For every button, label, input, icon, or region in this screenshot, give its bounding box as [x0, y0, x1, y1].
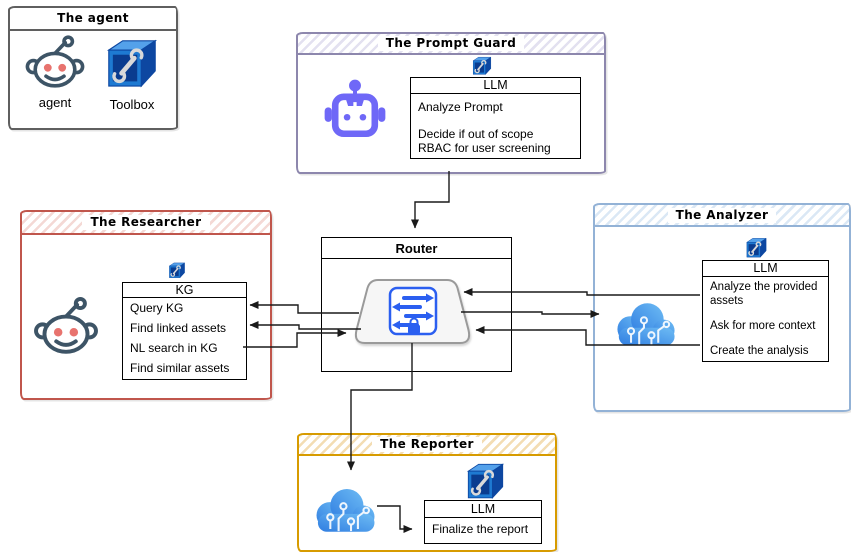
- agent-box: The agent agent Toolbox: [8, 6, 178, 130]
- tool-row: Decide if out of scope: [418, 127, 534, 141]
- reddit-agent-icon: [25, 35, 85, 91]
- toolbox-icon: [744, 236, 769, 260]
- tool-header: LLM: [425, 501, 541, 518]
- agent-box-title-label: The agent: [49, 11, 137, 26]
- cloud-ai-icon: [311, 480, 380, 538]
- prompt-guard-title-label: The Prompt Guard: [377, 36, 525, 51]
- prompt-guard-content: LLM Analyze Prompt Decide if out of scop…: [298, 55, 604, 172]
- tool-row: Query KG: [130, 301, 184, 315]
- analyzer-llm-tool: LLM Analyze the provided assets Ask for …: [702, 260, 829, 362]
- toolbox-label: Toolbox: [109, 97, 155, 112]
- tool-body: Query KG Find linked assets NL search in…: [123, 298, 246, 378]
- analyzer-title: The Analyzer: [595, 205, 849, 227]
- robot-icon: [322, 77, 388, 143]
- tool-header: KG: [123, 283, 246, 298]
- tool-header: LLM: [703, 261, 828, 277]
- agent-box-content: agent Toolbox: [10, 31, 176, 128]
- toolbox-figure: Toolbox: [103, 35, 161, 112]
- tool-row: Ask for more context: [710, 320, 816, 332]
- researcher-box: The Researcher KG Query KG Find linked a…: [20, 210, 272, 400]
- tool-row: NL search in KG: [130, 341, 218, 355]
- tool-row: RBAC for user screening: [418, 141, 551, 155]
- analyzer-box: The Analyzer LLM Analyze the provided as…: [593, 203, 851, 412]
- tool-row: Finalize the report: [432, 522, 529, 536]
- router-box: Router: [321, 237, 512, 372]
- reporter-llm-tool: LLM Finalize the report: [424, 500, 542, 544]
- researcher-kg-tool: KG Query KG Find linked assets NL search…: [122, 282, 247, 380]
- reporter-content: LLM Finalize the report: [299, 456, 555, 550]
- analyzer-content: LLM Analyze the provided assets Ask for …: [595, 227, 849, 410]
- toolbox-icon: [167, 261, 187, 280]
- reporter-box: The Reporter LLM Finalize the report: [297, 433, 557, 552]
- toolbox-icon: [464, 458, 507, 505]
- cloud-ai-icon: [612, 295, 680, 351]
- reporter-title: The Reporter: [299, 435, 555, 456]
- tool-body: Finalize the report: [425, 518, 541, 541]
- prompt-guard-title: The Prompt Guard: [298, 34, 604, 55]
- toolbox-icon: [470, 55, 494, 77]
- tool-row: Find similar assets: [130, 361, 230, 375]
- router-header: Router: [322, 238, 511, 259]
- researcher-content: KG Query KG Find linked assets NL search…: [22, 235, 270, 398]
- researcher-title: The Researcher: [22, 212, 270, 235]
- tool-row: Create the analysis: [710, 345, 809, 357]
- agent-figure: agent: [25, 35, 85, 110]
- agent-box-title: The agent: [10, 8, 176, 31]
- researcher-title-label: The Researcher: [82, 215, 210, 230]
- prompt-guard-llm-tool: LLM Analyze Prompt Decide if out of scop…: [410, 77, 581, 159]
- tool-body: Analyze Prompt Decide if out of scope RB…: [411, 94, 580, 155]
- prompt-guard-box: The Prompt Guard LLM Analyze Prompt Deci…: [296, 32, 606, 174]
- reddit-agent-icon: [33, 297, 99, 357]
- agent-label: agent: [38, 95, 72, 110]
- tool-row: Analyze Prompt: [418, 100, 503, 114]
- reporter-title-label: The Reporter: [372, 437, 482, 452]
- toolbox-icon: [103, 35, 161, 93]
- tool-row: Analyze the provided assets: [710, 281, 818, 307]
- tool-row: Find linked assets: [130, 321, 227, 335]
- analyzer-title-label: The Analyzer: [667, 207, 777, 223]
- tool-header: LLM: [411, 78, 580, 94]
- tool-body: Analyze the provided assets Ask for more…: [703, 277, 828, 358]
- edge-guard-to-router: [411, 171, 450, 229]
